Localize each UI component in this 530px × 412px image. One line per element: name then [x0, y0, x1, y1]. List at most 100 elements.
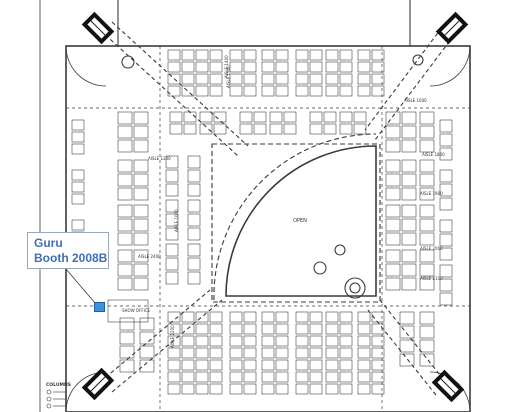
booth — [229, 371, 243, 383]
booth — [213, 123, 227, 135]
booth — [339, 323, 353, 335]
booth — [401, 187, 417, 201]
corner-symbol-top-left — [81, 11, 115, 45]
booth — [167, 371, 181, 383]
booth-callout: Guru Booth 2008B — [27, 232, 109, 269]
booth — [117, 173, 133, 187]
booth — [275, 383, 289, 395]
booth — [385, 159, 401, 173]
booth — [243, 335, 257, 347]
booth — [309, 347, 323, 359]
booth — [229, 73, 243, 85]
booth — [71, 219, 85, 231]
booth — [167, 383, 181, 395]
booth — [119, 359, 135, 373]
booth — [309, 85, 323, 97]
booth — [117, 125, 133, 139]
booth — [295, 61, 309, 73]
aisle-label: AISLE 1600 — [404, 98, 427, 103]
booth — [229, 85, 243, 97]
booth — [339, 371, 353, 383]
booth — [213, 111, 227, 123]
booth — [295, 335, 309, 347]
booth — [309, 323, 323, 335]
booth-number: Booth 2008B — [34, 251, 108, 265]
booth — [371, 49, 385, 61]
booth — [439, 183, 453, 197]
booth — [419, 187, 435, 201]
booth — [133, 249, 149, 263]
booth — [371, 323, 385, 335]
booth — [195, 359, 209, 371]
booth — [181, 73, 195, 85]
booth — [243, 371, 257, 383]
booth — [167, 323, 181, 335]
booth — [167, 347, 181, 359]
booth — [229, 383, 243, 395]
booth — [183, 111, 197, 123]
booth — [209, 371, 223, 383]
booth — [325, 371, 339, 383]
booth — [325, 383, 339, 395]
booth — [357, 335, 371, 347]
booth — [243, 61, 257, 73]
aisle-label: AISLE 2100 — [420, 276, 443, 281]
booth — [309, 359, 323, 371]
booth — [275, 49, 289, 61]
booth — [195, 335, 209, 347]
booth — [325, 49, 339, 61]
booth — [209, 85, 223, 97]
booth — [371, 335, 385, 347]
booth — [209, 323, 223, 335]
booth — [357, 311, 371, 323]
booth — [187, 243, 201, 257]
booth — [181, 311, 195, 323]
booth — [133, 263, 149, 277]
booth — [243, 323, 257, 335]
booth — [133, 173, 149, 187]
booth — [385, 204, 401, 218]
booth — [275, 85, 289, 97]
booth — [181, 383, 195, 395]
columns-legend-title: COLUMNS — [46, 382, 71, 388]
booth — [325, 323, 339, 335]
booth — [243, 359, 257, 371]
booth — [269, 111, 283, 123]
booth — [199, 111, 213, 123]
booth — [195, 61, 209, 73]
booth — [295, 347, 309, 359]
booth — [357, 359, 371, 371]
booth — [295, 85, 309, 97]
booth — [385, 125, 401, 139]
booth — [253, 111, 267, 123]
booth — [71, 181, 85, 193]
booth — [339, 335, 353, 347]
booth — [167, 85, 181, 97]
booth-location-marker[interactable] — [94, 302, 105, 312]
booth — [401, 249, 417, 263]
booth — [187, 169, 201, 183]
booth — [167, 49, 181, 61]
booth — [117, 204, 133, 218]
booth — [181, 371, 195, 383]
booth — [229, 359, 243, 371]
booth — [399, 353, 415, 367]
booth — [133, 218, 149, 232]
booth — [139, 359, 155, 373]
booth — [261, 85, 275, 97]
booth — [187, 213, 201, 227]
corner-symbol-bottom-left — [81, 367, 115, 401]
booth — [309, 371, 323, 383]
booth — [419, 263, 435, 277]
booth — [401, 173, 417, 187]
booth — [209, 359, 223, 371]
booth — [439, 219, 453, 233]
booth — [275, 335, 289, 347]
booth — [371, 347, 385, 359]
booth — [239, 123, 253, 135]
aisle-label: AISLE 1000 — [174, 209, 179, 232]
booth — [399, 339, 415, 353]
booth — [401, 232, 417, 246]
booth — [71, 143, 85, 155]
booth — [357, 73, 371, 85]
